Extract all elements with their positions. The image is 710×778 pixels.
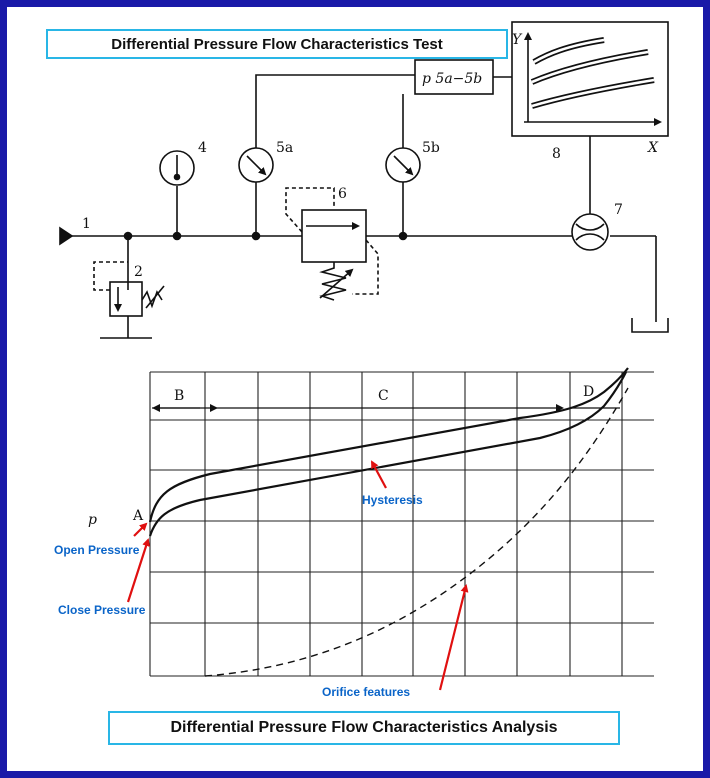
opening-curve <box>148 367 629 523</box>
orifice-arrow <box>438 584 469 691</box>
closing-curve <box>148 371 627 537</box>
point-label-a: A <box>132 508 144 524</box>
label-gauge-5a: 5a <box>276 140 293 156</box>
label-axis-y: Y <box>512 32 523 48</box>
hysteresis-arrow <box>371 460 387 489</box>
label-gauge-4: 4 <box>198 140 207 156</box>
recorder-trace-1-inner <box>533 38 605 64</box>
analysis-title: Differential Pressure Flow Characteristi… <box>108 711 620 745</box>
region-label-d: D <box>583 384 594 400</box>
annotation-hysteresis: Hysteresis <box>362 493 423 507</box>
label-flow-meter-7: 7 <box>614 202 623 218</box>
label-test-valve-6: 6 <box>338 186 347 202</box>
tank-icon <box>631 318 669 333</box>
open-pressure-arrow <box>133 522 148 537</box>
label-gauge-5b: 5b <box>422 140 440 156</box>
close-pressure-arrow <box>126 538 150 603</box>
label-recorder-8: 8 <box>552 146 561 162</box>
recorder-trace-3-inner <box>531 78 655 108</box>
axis-label-p: p <box>88 512 97 528</box>
annotation-close-pressure: Close Pressure <box>58 603 146 617</box>
recorder-trace-1 <box>532 37 605 65</box>
label-port-1: 1 <box>82 216 91 232</box>
recorder-trace-2-inner <box>531 50 649 84</box>
circuit-title: Differential Pressure Flow Characteristi… <box>46 29 508 59</box>
label-axis-x: X <box>647 140 659 156</box>
annotation-open-pressure: Open Pressure <box>54 543 140 557</box>
pressure-gauge-4-icon <box>159 150 195 186</box>
graph-grid <box>149 371 654 677</box>
hydraulic-circuit <box>59 21 669 339</box>
orifice-curve <box>204 387 629 677</box>
label-differential-pressure: p 5a−5b <box>422 71 482 87</box>
circuit-labels: 1 2 4 5a 5b 6 7 8 p 5a−5b Y X <box>82 32 659 280</box>
relief-valve-icon <box>109 281 143 317</box>
flow-meter-icon <box>571 213 609 251</box>
inlet-port-icon <box>59 226 74 246</box>
region-label-b: B <box>174 388 184 404</box>
characteristic-graph: B C D A p Hysteresis Open Pressure Close… <box>54 367 654 699</box>
test-valve-icon <box>301 209 367 263</box>
region-label-c: C <box>378 388 389 404</box>
label-relief-valve-2: 2 <box>134 264 143 280</box>
annotation-orifice-features: Orifice features <box>322 685 410 699</box>
